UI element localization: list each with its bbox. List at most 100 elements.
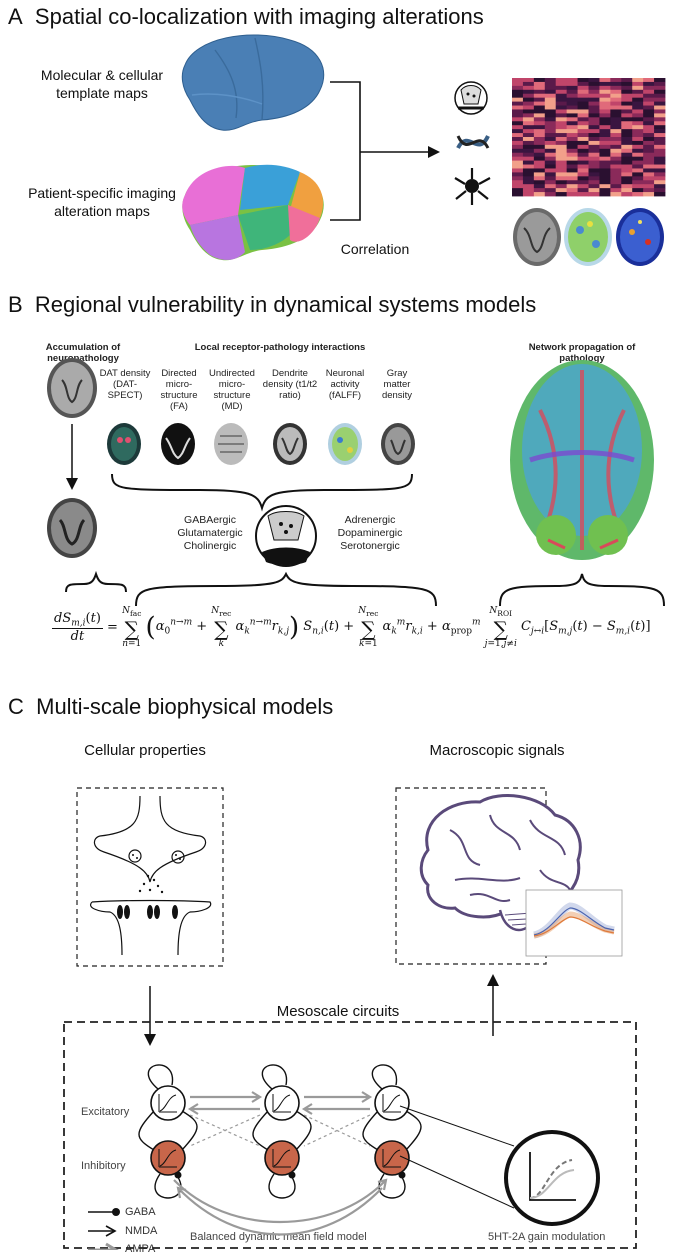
heatmap-cell <box>512 172 524 177</box>
receptor-adrenergic: Adrenergic <box>344 514 396 526</box>
inhibitory-node <box>264 1140 300 1176</box>
heatmap-cell <box>533 117 546 122</box>
heatmap-cell <box>643 160 655 165</box>
heatmap-cell <box>588 129 600 134</box>
heatmap-cell <box>621 137 633 142</box>
heatmap-cell <box>566 121 578 126</box>
correlation-label: Correlation <box>340 241 410 257</box>
correlation-arrow <box>428 146 440 158</box>
heatmap-cell <box>599 105 611 110</box>
heatmap-cell <box>588 109 600 114</box>
heatmap-cell <box>566 129 578 134</box>
heatmap-cell <box>544 176 557 181</box>
heatmap-cell <box>566 93 578 99</box>
heatmap-cell <box>555 89 568 95</box>
heatmap-cell <box>533 172 546 177</box>
heatmap-cell <box>522 81 535 87</box>
heatmap-cell <box>522 160 535 165</box>
heatmap-cell <box>533 93 546 99</box>
heatmap-cell <box>566 156 578 161</box>
heatmap-cell <box>544 117 557 122</box>
heatmap-cell <box>654 156 666 161</box>
heatmap-cell <box>577 78 589 83</box>
heatmap-cell <box>544 129 557 134</box>
mri-before-scan <box>47 358 97 418</box>
heatmap-cell <box>522 105 535 110</box>
heatmap-cell <box>599 172 611 177</box>
scan-fa <box>161 423 195 465</box>
gain-modulation-label: 5HT-2A gain modulation <box>488 1231 606 1243</box>
heatmap-cell <box>643 164 655 169</box>
heatmap-cell <box>588 137 600 142</box>
heatmap-cell <box>610 172 622 177</box>
heatmap-cell <box>632 140 644 146</box>
heatmap-cell <box>643 188 655 193</box>
heatmap-cell <box>643 129 655 134</box>
heatmap-cell <box>632 101 644 106</box>
heatmap-cell <box>632 121 644 126</box>
heatmap-cell <box>588 184 600 189</box>
heatmap-cell <box>632 97 644 102</box>
heatmap-cell <box>643 144 655 150</box>
heatmap-cell <box>643 125 655 130</box>
heatmap-cell <box>522 188 535 193</box>
heatmap-cell <box>610 117 622 122</box>
heatmap-cell <box>522 180 535 185</box>
heatmap-cell <box>588 144 600 150</box>
heatmap-cell <box>512 192 524 197</box>
receptors-right: Adrenergic Dopaminergic Serotonergic <box>330 514 410 553</box>
heatmap-cell <box>643 81 655 87</box>
heatmap-cell <box>643 105 655 110</box>
heatmap-cell <box>512 164 524 169</box>
heatmap-cell <box>643 176 655 181</box>
heatmap-cell <box>588 164 600 169</box>
heatmap-cell <box>643 168 655 173</box>
heatmap-cell <box>632 144 644 150</box>
heatmap-cell <box>522 85 535 91</box>
heatmap-cell <box>555 192 568 197</box>
excitatory-transfer-curve <box>382 1094 401 1113</box>
cross-connection <box>303 1114 371 1147</box>
heatmap-cell <box>577 101 589 106</box>
heatmap-cell <box>512 180 524 185</box>
heatmap-cell <box>632 180 644 185</box>
heatmap-cell <box>512 152 524 158</box>
excitatory-transfer-curve <box>272 1094 291 1113</box>
heatmap-cell <box>621 140 633 146</box>
heatmap-cell <box>654 133 666 138</box>
excitatory-transfer-curve <box>158 1094 177 1113</box>
heatmap-cell <box>566 97 578 102</box>
heatmap-cell <box>621 172 633 177</box>
heatmap-cell <box>577 113 589 118</box>
heatmap-cell <box>555 137 568 142</box>
heatmap-cell <box>610 81 622 87</box>
heatmap-cell <box>577 133 589 138</box>
heatmap-cell <box>512 176 524 181</box>
heatmap-cell <box>512 117 524 122</box>
template-brain-map <box>181 34 325 131</box>
mesoscale-circuits-box <box>63 1021 637 1249</box>
heatmap-cell <box>654 144 666 150</box>
accumulation-arrow <box>66 478 78 490</box>
heatmap-cell <box>533 105 546 110</box>
heatmap-cell <box>654 160 666 165</box>
local-interactions-title: Local receptor-pathology interactions <box>194 342 366 353</box>
heatmap-cell <box>610 78 622 83</box>
heatmap-cell <box>512 160 524 165</box>
heatmap-cell <box>566 148 578 154</box>
mesoscale-circuits-label: Mesoscale circuits <box>276 1003 400 1020</box>
heatmap-cell <box>654 85 666 91</box>
heatmap-cell <box>577 188 589 193</box>
synapse-diagram <box>90 795 212 956</box>
heatmap-cell <box>632 152 644 158</box>
heatmap-cell <box>533 180 546 185</box>
heatmap-cell <box>577 172 589 177</box>
heatmap-cell <box>621 109 633 114</box>
heatmap-cell <box>610 156 622 161</box>
local-brace <box>135 571 437 607</box>
heatmap-cell <box>621 164 633 169</box>
dynamical-equation: dSm,i(t) dt = Nfac∑n=1 (α0n→m + Nrec∑k α… <box>52 606 651 649</box>
heatmap-cell <box>555 188 568 193</box>
excitatory-node <box>264 1085 300 1121</box>
heatmap-cell <box>566 172 578 177</box>
